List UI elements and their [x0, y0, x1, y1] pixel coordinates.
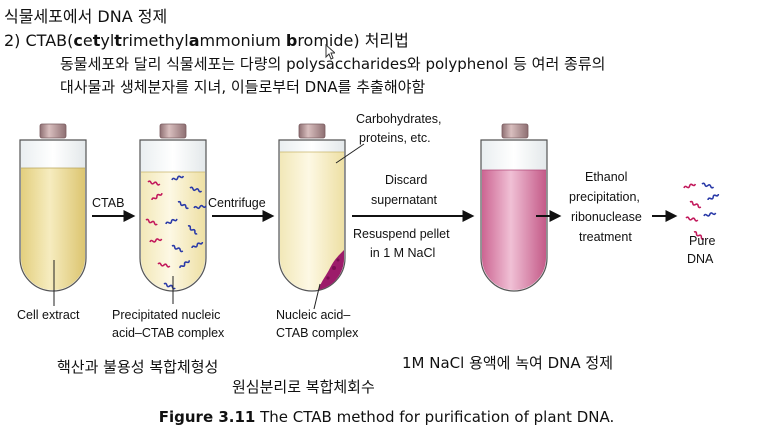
- label-cell-extract: Cell extract: [17, 308, 80, 322]
- method-name-part: e: [83, 31, 93, 50]
- note-centrifuge-recovery: 원심분리로 복합체회수: [232, 376, 375, 397]
- figure-caption-label: Figure 3.11: [159, 408, 256, 426]
- label-precipitated-2: acid–CTAB complex: [112, 326, 225, 340]
- dna-squiggle: [684, 183, 696, 189]
- method-heading: 2) CTAB(cetyltrimethylammonium bromide) …: [4, 27, 409, 51]
- dna-squiggle: [704, 212, 716, 217]
- dna-squiggle: [690, 201, 702, 208]
- paragraph-line-2: 대사물과 생체분자를 지녀, 이들로부터 DNA를 추출해야함: [60, 76, 425, 97]
- note-nacl-purification: 1M NaCl 용액에 녹여 DNA 정제: [402, 352, 613, 373]
- label-resuspend-1: Resuspend pellet: [353, 227, 450, 241]
- note-complex-formation: 핵산과 불용성 복합체형성: [57, 356, 218, 377]
- section-heading: 식물세포에서 DNA 정제: [4, 3, 167, 27]
- figure-caption: Figure 3.11 The CTAB method for purifica…: [0, 408, 773, 426]
- label-discard-1: Discard: [385, 173, 427, 187]
- method-prefix: 2) CTAB(: [4, 31, 73, 50]
- label-ethanol-4: treatment: [579, 230, 632, 244]
- mouse-cursor-icon: [325, 44, 335, 60]
- tube-pellet: [279, 124, 345, 291]
- label-ethanol-2: precipitation,: [569, 190, 640, 204]
- ctab-figure: Carbohydrates, proteins, etc. CTAB Centr…: [0, 108, 773, 348]
- method-name-part: mmonium: [200, 31, 286, 50]
- label-pure-1: Pure: [689, 234, 715, 248]
- label-nucleic-2: CTAB complex: [276, 326, 359, 340]
- method-name-part: a: [189, 31, 200, 50]
- label-precipitated-1: Precipitated nucleic: [112, 308, 220, 322]
- tube-precipitated: [140, 124, 206, 291]
- dna-squiggle: [686, 217, 698, 221]
- method-name-part: yl: [100, 31, 114, 50]
- method-name-part: t: [114, 31, 122, 50]
- label-carbs-2: proteins, etc.: [359, 131, 431, 145]
- method-suffix: ) 처리법: [353, 31, 409, 50]
- label-discard-2: supernatant: [371, 193, 438, 207]
- label-pure-2: DNA: [687, 252, 714, 266]
- method-name-part: rimethyl: [122, 31, 189, 50]
- figure-caption-text: The CTAB method for purification of plan…: [255, 408, 614, 426]
- label-ethanol-1: Ethanol: [585, 170, 627, 184]
- label-ethanol-3: ribonuclease: [571, 210, 642, 224]
- label-carbs-1: Carbohydrates,: [356, 112, 441, 126]
- method-name: cetyltrimethylammonium bromide: [73, 31, 353, 50]
- method-name-part: c: [73, 31, 82, 50]
- pure-dna-strands: [684, 183, 719, 240]
- label-nucleic-1: Nucleic acid–: [276, 308, 350, 322]
- dna-squiggle: [702, 183, 714, 188]
- tube-nacl: [481, 124, 547, 291]
- method-name-part: b: [286, 31, 297, 50]
- tube-cell-extract: [20, 124, 86, 291]
- dna-squiggle: [707, 193, 718, 201]
- label-centrifuge: Centrifuge: [208, 196, 266, 210]
- label-ctab: CTAB: [92, 196, 124, 210]
- label-resuspend-2: in 1 M NaCl: [370, 246, 435, 260]
